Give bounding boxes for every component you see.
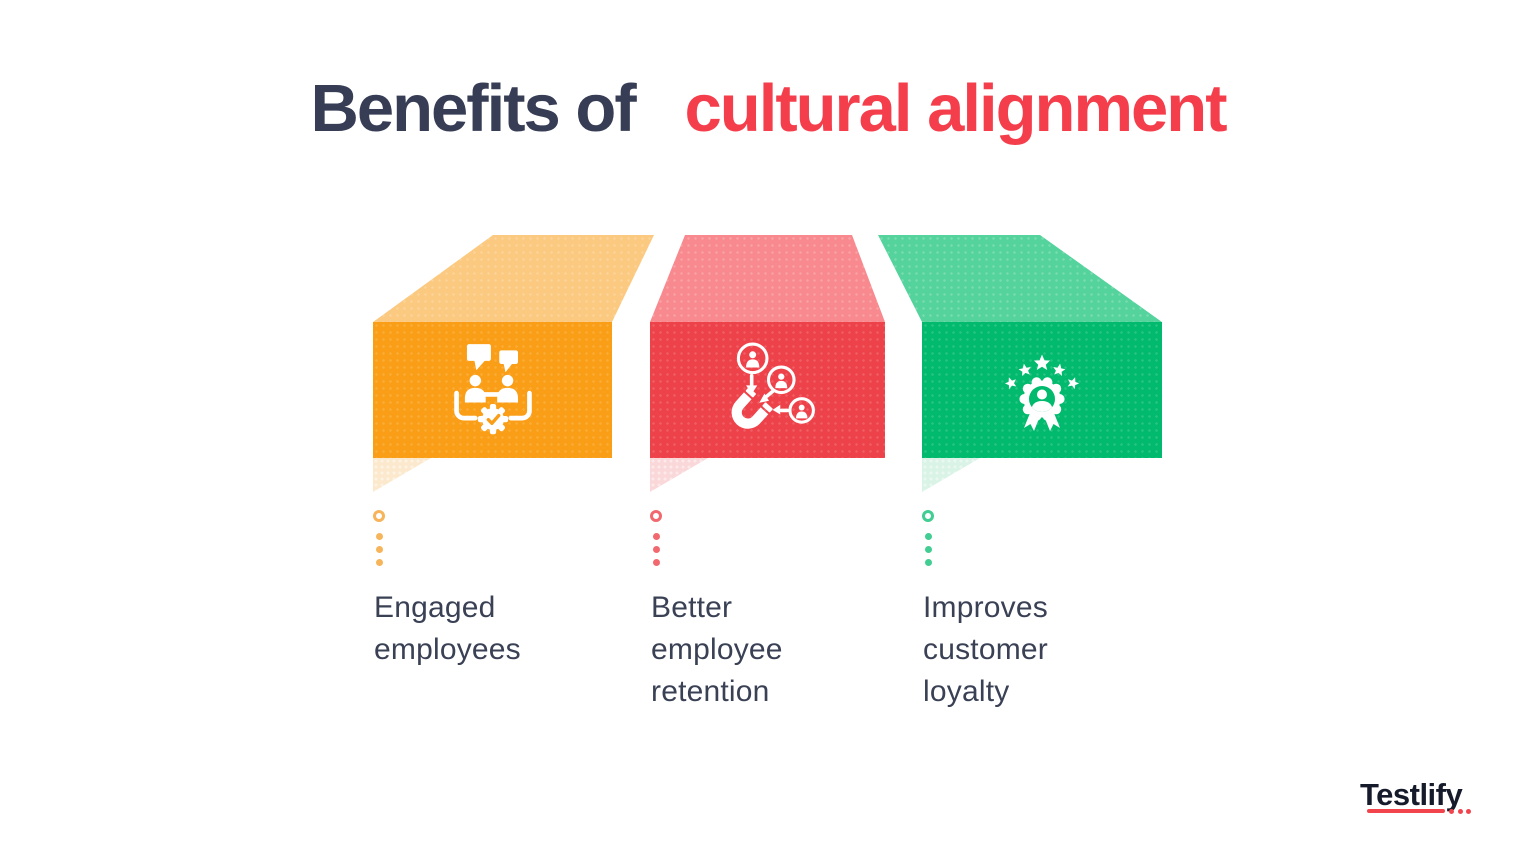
timeline-dot: [376, 533, 383, 540]
award-badge-customer-icon: [1003, 354, 1081, 431]
timeline-dot: [925, 546, 932, 553]
timeline-dot: [376, 559, 383, 566]
timeline-ring: [650, 510, 662, 522]
timeline-dot: [653, 533, 660, 540]
card-label: Engaged employees: [374, 591, 521, 666]
timeline-dot: [653, 559, 660, 566]
card-top-flap: [878, 235, 1162, 322]
logo-dot: [1458, 808, 1463, 814]
card-corner-fold: [922, 458, 980, 492]
benefit-card-employee-retention: Better employee retention: [650, 235, 940, 795]
card-face: [922, 322, 1162, 458]
card-face: [650, 322, 885, 458]
benefit-card-customer-loyalty: Improves customer loyalty: [878, 235, 1212, 795]
logo-dot: [1466, 808, 1471, 814]
title-highlight: cultural alignment: [684, 71, 1228, 146]
logo-underline: [1367, 809, 1445, 813]
page-title: Benefits of cultural alignment: [0, 72, 1536, 146]
timeline-dot: [376, 546, 383, 553]
card-corner-fold: [373, 458, 431, 492]
logo-text: Testlify: [1360, 777, 1463, 812]
timeline-ring: [373, 510, 385, 522]
benefit-card-engaged-employees: Engaged employees: [373, 235, 663, 795]
timeline-dot: [653, 546, 660, 553]
card-top-flap: [650, 235, 885, 322]
timeline-dot: [925, 559, 932, 566]
card-label: Better employee retention: [651, 591, 783, 708]
timeline-ring: [922, 510, 934, 522]
card-corner-fold: [650, 458, 708, 492]
timeline-dot: [925, 533, 932, 540]
testlify-logo: Testlify: [1360, 777, 1500, 829]
title-text: Benefits of: [310, 71, 636, 146]
magnet-attracting-people-icon: [731, 342, 815, 429]
card-label: Improves customer loyalty: [923, 591, 1048, 708]
card-face: [373, 322, 612, 458]
logo-dot: [1449, 808, 1454, 814]
team-communication-gear-icon: [453, 344, 532, 435]
card-top-flap: [373, 235, 654, 322]
